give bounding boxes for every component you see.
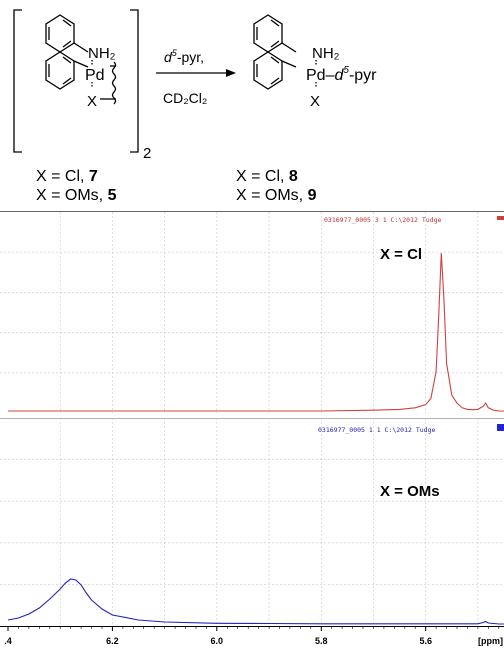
panel-cl-header-marker xyxy=(497,216,504,220)
panel-oms-header-marker xyxy=(497,424,504,431)
product-nh2: NH₂ xyxy=(312,45,340,62)
x-tick-label: 5.8 xyxy=(315,636,328,646)
reactant-structure xyxy=(45,14,117,105)
spectrum-trace-cl xyxy=(8,252,504,412)
product-upper-ring xyxy=(253,14,283,53)
product-lower-ring xyxy=(253,51,283,90)
spectrum-trace-oms xyxy=(7,578,504,625)
chart-grid xyxy=(0,212,504,626)
x-axis-ticks: .4 6.2 6.0 5.8 5.6 xyxy=(4,626,500,646)
reactant-upper-ring xyxy=(45,14,75,53)
bridge-wavy-line xyxy=(111,61,117,105)
dimer-subscript: 2 xyxy=(143,145,151,162)
reactant-label-cl: X = Cl, 7 xyxy=(36,168,98,185)
reactant-x: X xyxy=(87,93,97,110)
x-tick-label: .4 xyxy=(4,636,12,646)
nmr-chart: .4 6.2 6.0 5.8 5.6 [ppm] 0316977_0005 3 1 C:… xyxy=(0,211,504,646)
panel-oms-label: X = OMs xyxy=(380,483,440,500)
reactant-nh2: NH₂ xyxy=(88,45,116,62)
x-axis-label: [ppm] xyxy=(478,636,503,646)
left-bracket xyxy=(13,9,22,153)
panel-cl-label: X = Cl xyxy=(380,246,422,263)
x-tick-label: 5.6 xyxy=(419,636,432,646)
panel-cl-header: 0316977_0005 3 1 C:\2012 Tudge xyxy=(324,216,441,224)
reactant-label-oms: X = OMs, 5 xyxy=(36,187,117,204)
reactant-lower-ring xyxy=(45,51,75,90)
product-label-cl: X = Cl, 8 xyxy=(236,168,298,185)
x-tick-label: 6.2 xyxy=(106,636,119,646)
reaction-scheme: 2 NH₂ Pd X d5-pyr, CD₂Cl₂ xyxy=(13,9,377,204)
reaction-arrow-head xyxy=(226,69,236,77)
reactant-pd: Pd xyxy=(85,67,105,84)
x-tick-label: 6.0 xyxy=(211,636,224,646)
reagent-above: d5-pyr, xyxy=(164,48,204,65)
product-structure xyxy=(253,14,317,90)
product-x: X xyxy=(310,93,320,110)
product-pd-ligand: Pd–d5-pyr xyxy=(306,65,377,84)
reagent-below: CD₂Cl₂ xyxy=(163,90,207,106)
panel-oms-header: 0316977_0005 1 1 C:\2012 Tudge xyxy=(318,426,435,434)
product-label-oms: X = OMs, 9 xyxy=(236,187,317,204)
right-bracket xyxy=(130,9,139,153)
